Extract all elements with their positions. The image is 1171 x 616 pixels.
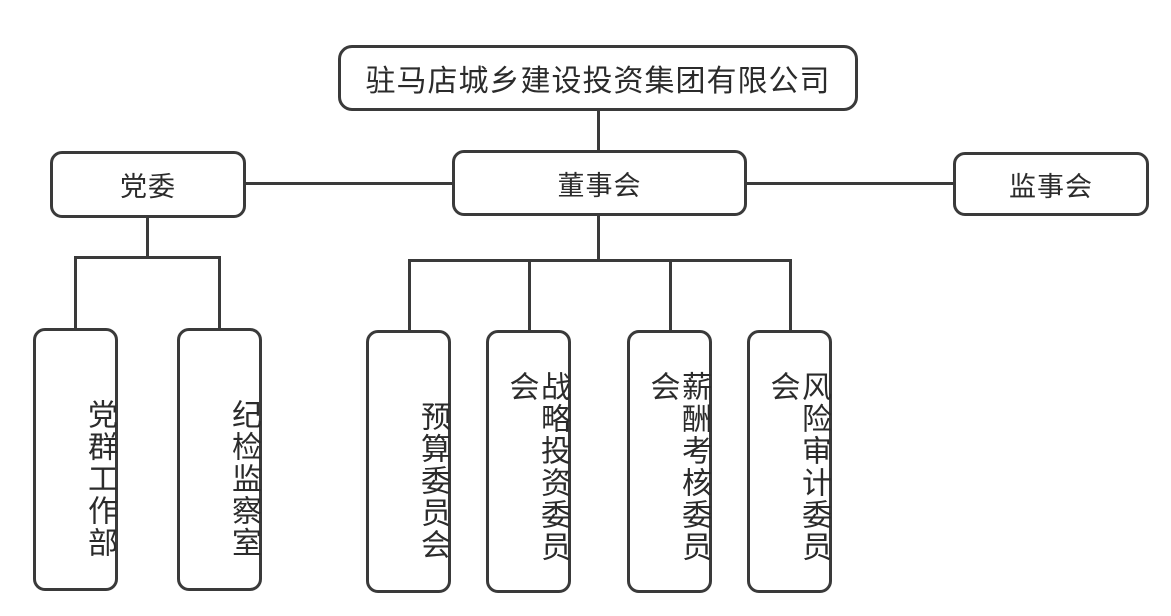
node-budget-committee[interactable]: 预算委员会 — [366, 330, 451, 593]
connector-to-strategy-investment-committee — [528, 259, 531, 330]
connector-company-to-board — [597, 110, 600, 152]
node-party-committee[interactable]: 党委 — [50, 151, 246, 218]
node-board-of-supervisors[interactable]: 监事会 — [953, 152, 1149, 216]
connector-to-discipline-inspection-office — [218, 256, 221, 330]
node-discipline-inspection-office[interactable]: 纪检监察室 — [177, 328, 262, 591]
connector-committee-bus — [408, 259, 792, 262]
connector-board-to-supervisors — [745, 182, 955, 185]
node-remuneration-appraisal-committee[interactable]: 薪酬考核委员会 — [627, 330, 712, 593]
connector-board-drop — [597, 215, 600, 262]
connector-to-risk-audit-committee — [789, 259, 792, 330]
connector-to-party-mass-work-dept — [74, 256, 77, 330]
node-risk-audit-committee[interactable]: 风险审计委员会 — [747, 330, 832, 593]
connector-board-to-party-committee — [245, 182, 454, 185]
connector-to-budget-committee — [408, 259, 411, 330]
connector-party-committee-bus — [74, 256, 221, 259]
node-board-of-directors[interactable]: 董事会 — [452, 150, 747, 216]
node-strategy-investment-committee[interactable]: 战略投资委员会 — [486, 330, 571, 593]
node-company[interactable]: 驻马店城乡建设投资集团有限公司 — [338, 45, 858, 111]
node-party-mass-work-dept[interactable]: 党群工作部 — [33, 328, 118, 591]
connector-to-remuneration-appraisal-committee — [669, 259, 672, 330]
connector-party-committee-drop — [146, 218, 149, 258]
